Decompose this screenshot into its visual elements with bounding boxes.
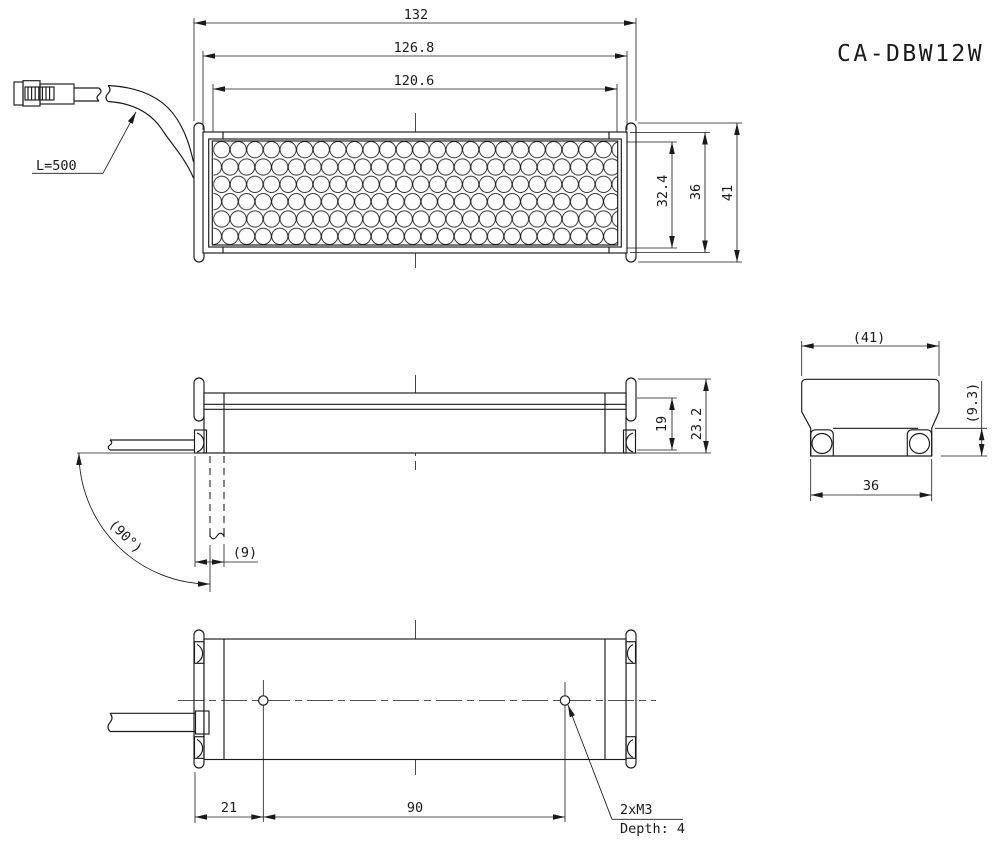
end-profile: [801, 378, 940, 457]
side-view: (90°) (9) 19 23.2: [76, 375, 711, 592]
cable-rotated-position: [209, 456, 225, 540]
end-boss-left: [810, 429, 834, 456]
dim-text-9-3: (9.3): [965, 383, 981, 424]
cable-side-view: [107, 439, 195, 451]
dim-text-41p: (41): [853, 330, 886, 346]
dim-end-view: (41) (9.3) 36: [801, 330, 987, 501]
cable-connector: [13, 80, 102, 107]
dim-text-90: 90: [407, 800, 423, 816]
top-window-frame-outer: [208, 138, 622, 248]
mounting-hole-right: [559, 695, 571, 706]
cable-length-callout: L=500: [32, 111, 137, 174]
dim-text-120-6: 120.6: [394, 73, 435, 89]
dim-text-126-8: 126.8: [394, 40, 435, 56]
part-number-title: CA-DBW12W: [837, 41, 984, 67]
led-array: [213, 141, 618, 245]
dim-text-19: 19: [654, 416, 670, 432]
cable-top-view: [105, 84, 195, 179]
dim-text-36-end: 36: [863, 478, 879, 494]
end-rail-hole-left: [811, 432, 833, 455]
dim-hole-positions: 21 90: [194, 772, 566, 823]
end-view: (41) (9.3) 36: [801, 330, 987, 501]
side-bracket-right: [625, 377, 637, 422]
cable-length-label: L=500: [36, 158, 77, 174]
mounting-hole-left: [258, 695, 269, 706]
thread-note-label: 2xM3: [620, 802, 653, 818]
top-window-frame-inner: [211, 140, 619, 246]
dim-text-23-2: 23.2: [689, 408, 705, 441]
bottom-housing-body: [203, 638, 627, 761]
dim-text-32-4: 32.4: [655, 175, 671, 208]
dim-text-21: 21: [221, 800, 237, 816]
dim-text-9: (9): [233, 545, 257, 561]
thread-callout: 2xM3 Depth: 4: [567, 704, 685, 837]
dim-cable-bend: (90°): [76, 452, 211, 592]
dim-text-36-top: 36: [688, 184, 704, 200]
dim-text-132: 132: [404, 7, 428, 23]
cable-bottom-view: [107, 710, 210, 735]
dim-text-41-top: 41: [720, 185, 736, 201]
depth-note-label: Depth: 4: [620, 821, 685, 837]
end-boss-right: [906, 429, 933, 456]
bottom-clips: [193, 641, 637, 759]
side-bracket-left: [193, 377, 205, 422]
dim-text-90deg: (90°): [105, 517, 145, 557]
bottom-view: 21 90 2xM3 Depth: 4: [107, 620, 685, 837]
end-rail-hole-right: [908, 432, 931, 455]
top-extension-lines: [193, 18, 742, 263]
top-view: 132 126.8 120.6 32.4 36 41: [13, 7, 742, 272]
dim-cable-clearance: (9): [194, 456, 258, 567]
side-housing-body: [203, 392, 627, 454]
dim-side-heights: 19 23.2: [628, 378, 711, 454]
